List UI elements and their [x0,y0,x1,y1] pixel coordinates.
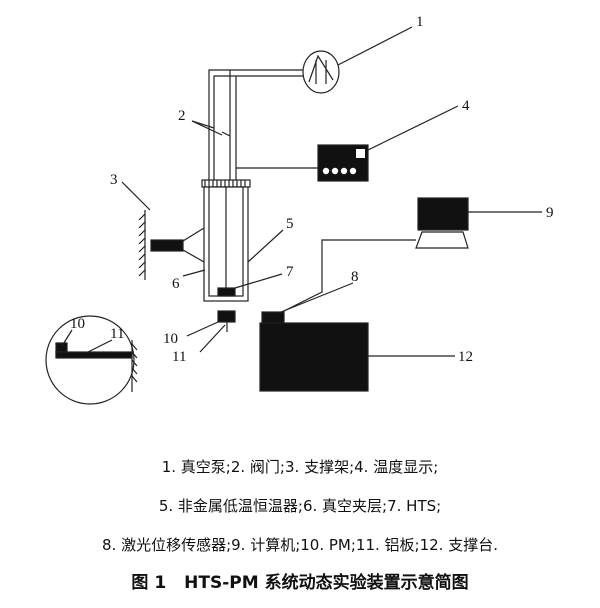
support-platform [259,322,369,392]
vacuum-pump-symbol [308,54,334,84]
label-8: 8 [351,269,359,285]
apparatus-diagram: 1 2 3 4 5 6 7 8 9 10 11 12 10 11 [45,14,554,405]
computer-keyboard [415,231,469,249]
figure-caption: 图 1 HTS-PM 系统动态实验装置示意简图 [0,568,600,593]
inset-detail-circle [45,315,135,405]
inset-label-10: 10 [70,316,85,332]
label-9: 9 [546,205,554,221]
label-3: 3 [110,172,118,188]
figure-title: HTS-PM 系统动态实验装置示意简图 [184,573,469,593]
label-5: 5 [286,216,294,232]
legend-line-1: 1. 真空泵;2. 阀门;3. 支撑架;4. 温度显示; [161,458,439,476]
label-7: 7 [286,264,294,280]
label-2: 2 [178,108,186,124]
legend-line-2: 5. 非金属低温恒温器;6. 真空夹层;7. HTS; [158,497,442,515]
inset-label-11: 11 [110,326,124,342]
label-10: 10 [163,331,178,347]
support-frame [150,239,184,252]
hts-sample [217,287,236,297]
label-12: 12 [458,349,473,365]
label-1: 1 [416,14,424,30]
legend-line-3: 8. 激光位移传感器;9. 计算机;10. PM;11. 铝板;12. 支撑台. [101,536,498,554]
label-11: 11 [172,349,186,365]
figure-number: 图 1 [131,573,167,593]
inset-aluminum-plate [55,351,133,359]
vacuum-line [208,69,303,182]
laser-displacement-sensor [261,311,285,325]
vacuum-pump [302,50,340,94]
label-4: 4 [462,98,470,114]
computer-monitor [417,197,469,231]
label-6: 6 [172,276,180,292]
pm-magnet [217,310,236,323]
